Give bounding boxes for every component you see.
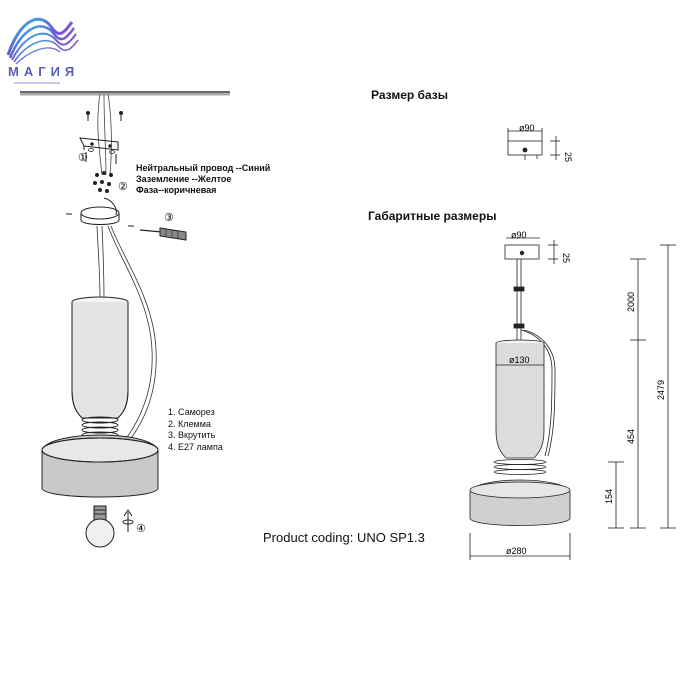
parts-list: 1. Саморез 2. Клемма 3. Вкрутить 4. Е27 … (168, 407, 223, 453)
small-screw-icon (66, 213, 134, 227)
lamp-shade (41, 434, 159, 498)
cable-length-label: 2000 (626, 292, 636, 312)
shade-diameter-label: ø280 (506, 546, 527, 556)
overall-base-height-label: 25 (561, 253, 571, 263)
screw-icon (86, 111, 123, 121)
terminal-block (93, 171, 113, 193)
logo-text: МАГИЯ (8, 64, 80, 79)
ceiling (20, 91, 230, 96)
ceiling-wires (97, 93, 112, 176)
wire-neutral-label: Нейтральный провод --Синий (136, 163, 271, 173)
step-marker-4: ④ (136, 523, 146, 535)
canopy (80, 197, 120, 225)
screwdriver-icon (139, 227, 187, 241)
base-size-heading: Размер базы (371, 88, 448, 102)
suspension-cables (96, 225, 157, 443)
shade-height-label: 154 (604, 489, 614, 504)
glass-diameter-label: ø130 (509, 355, 530, 365)
base-size-drawing (507, 128, 560, 160)
wire-phase-label: Фаза--коричневая (136, 185, 217, 195)
overall-dimensions-drawing (469, 237, 676, 560)
parts-item-3: 3. Вкрутить (168, 430, 216, 440)
step-marker-1: ① (78, 152, 88, 164)
body-height-label: 454 (626, 429, 636, 444)
step-marker-2: ② (118, 181, 128, 193)
rotate-arrow-icon (122, 509, 134, 532)
socket-coil (81, 416, 119, 439)
parts-item-4: 4. Е27 лампа (168, 441, 223, 452)
mounting-bracket (79, 137, 119, 164)
wire-ground-label: Заземление --Желтое (136, 174, 232, 184)
product-coding: Product coding: UNO SP1.3 (263, 530, 425, 545)
step-marker-3: ③ (164, 212, 174, 224)
washer-icons (88, 148, 115, 154)
base-diameter-label: ø90 (519, 123, 535, 133)
glass-cylinder (71, 296, 129, 419)
total-height-label: 2479 (656, 380, 666, 400)
parts-item-2: 2. Клемма (168, 418, 211, 429)
overall-dimensions-heading: Габаритные размеры (368, 209, 497, 223)
parts-item-1: 1. Саморез (168, 407, 215, 417)
overall-base-diameter-label: ø90 (511, 230, 527, 240)
base-height-label: 25 (563, 152, 573, 162)
bulb-icon (85, 505, 115, 548)
logo-mark (6, 17, 79, 65)
